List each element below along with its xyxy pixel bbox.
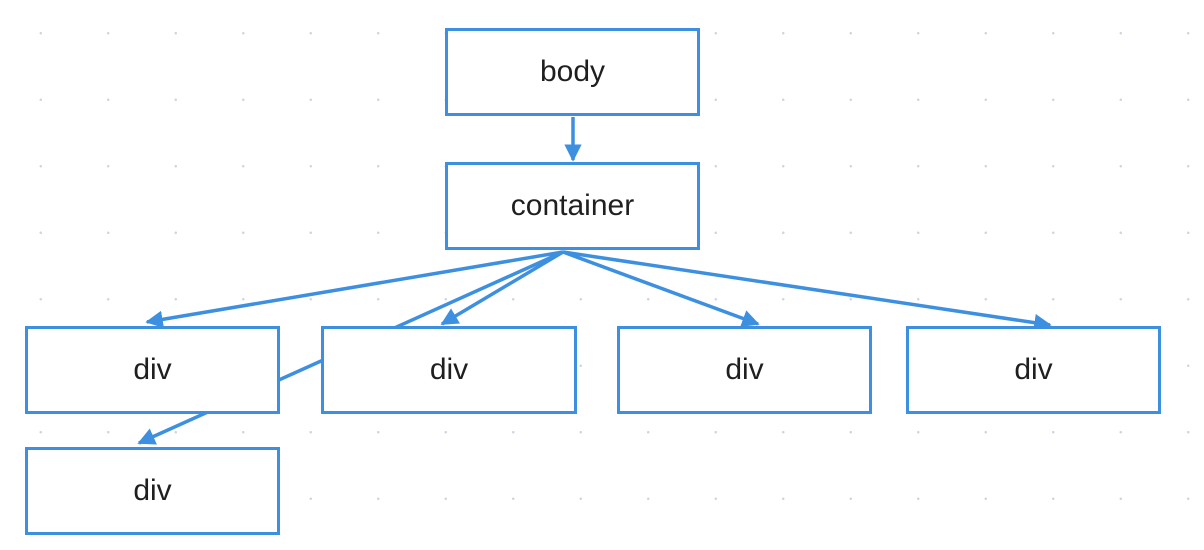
node-div-2[interactable]: div	[321, 326, 577, 414]
edge-container-div-4	[562, 250, 1052, 332]
node-div-5-label: div	[133, 474, 172, 507]
edge-container-div-1	[145, 250, 564, 329]
node-div-1-label: div	[133, 353, 172, 386]
node-container-label: container	[510, 189, 635, 222]
node-div-3[interactable]: div	[617, 326, 872, 414]
node-div-2-label: div	[429, 353, 469, 386]
node-body[interactable]: body	[445, 28, 700, 116]
node-body-label: body	[539, 55, 606, 88]
node-container[interactable]: container	[445, 162, 700, 250]
node-div-4[interactable]: div	[906, 326, 1161, 414]
node-div-4-label: div	[1014, 353, 1053, 386]
node-div-5[interactable]: div	[25, 447, 280, 535]
node-div-1[interactable]: div	[25, 326, 280, 414]
edge-container-div-3	[562, 250, 760, 327]
node-div-3-label: div	[725, 353, 764, 386]
edge-container-div-2	[440, 250, 564, 326]
